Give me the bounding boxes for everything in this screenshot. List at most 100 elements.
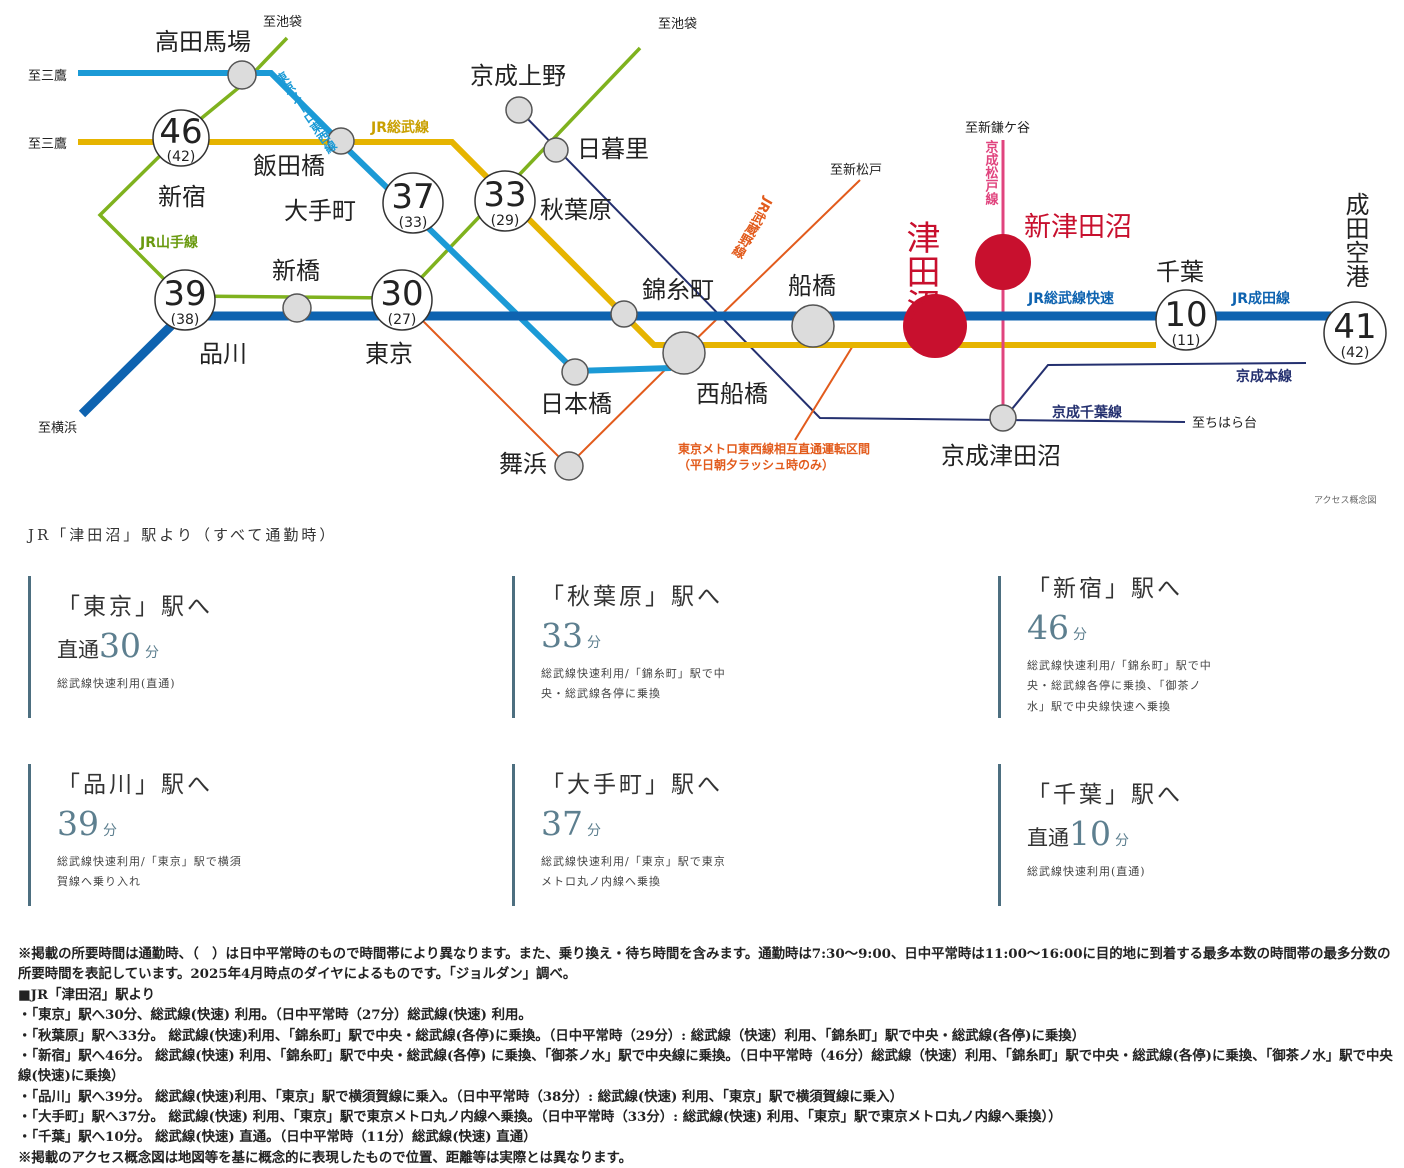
footnote-line: ・「東京」駅へ30分、総武線(快速) 利用。（日中平常時（27分）総武線(快速)… [18, 1007, 532, 1024]
station-dot-nihonbashi [561, 358, 589, 386]
station-dot-maihama [554, 451, 584, 481]
footnote-line: ・「品川」駅へ39分。 総武線(快速)利用、「東京」駅で横須賀線に乗入。（日中平… [18, 1088, 903, 1105]
svg-text:30: 30 [380, 274, 423, 314]
keisei-line [518, 109, 1186, 423]
station-dot-funabashi [791, 304, 835, 348]
card-destination: 「大手町」駅へ [541, 772, 723, 798]
station-dot-nippori [543, 137, 569, 163]
label-nishifunabashi: 西船橋 [696, 380, 768, 408]
line-label-musashino: JR武蔵野線 [727, 194, 775, 262]
label-keisei-tsudanuma: 京成津田沼 [941, 442, 1061, 470]
card-note: 総武線快速利用/「錦糸町」駅で中央・総武線各停に乗換、「御茶ノ水」駅で中央線快速… [1027, 658, 1212, 713]
card-destination: 「新宿」駅へ [1027, 576, 1183, 602]
label-shimbashi: 新橋 [272, 257, 320, 285]
yamanote-line [97, 36, 642, 300]
footnote-line: ・「秋葉原」駅へ33分。 総武線(快速)利用、「錦糸町」駅で中央・総武線(各停)… [18, 1027, 1086, 1044]
station-dot-iidabashi [327, 127, 355, 155]
station-dot-takadanobaba [227, 60, 257, 90]
svg-text:(27): (27) [388, 312, 417, 328]
label-maihama: 舞浜 [499, 450, 547, 478]
badge-shinjuku: 46 (42) [152, 109, 210, 167]
label-kinshicho: 錦糸町 [642, 276, 714, 304]
label-keisei-ueno: 京成上野 [470, 62, 566, 90]
footnote-line: ※掲載のアクセス概念図は地図等を基に概念的に表現したもので位置、距離等は実際とは… [18, 1149, 632, 1166]
musashino-line [682, 179, 861, 353]
svg-text:33: 33 [483, 175, 526, 215]
footnote-line: ・「千葉」駅へ10分。 総武線(快速) 直通。（日中平常時（11分）総武線(快速… [18, 1129, 537, 1146]
dest-ikebukuro-a: 至池袋 [263, 15, 302, 30]
line-label-narita: JR成田線 [1231, 290, 1290, 307]
access-map: 46 (42) 37 (33) 33 (29) 39 (38) 30 (27) … [28, 15, 1387, 506]
card-note: 総武線快速利用/「東京」駅で横須賀線へ乗り入れ [57, 854, 242, 889]
dest-mitaka-a: 至三鷹 [28, 69, 67, 84]
card-note: 総武線快速利用/「錦糸町」駅で中央・総武線各停に乗換 [541, 666, 726, 701]
label-chiba: 千葉 [1156, 258, 1204, 286]
svg-text:(29): (29) [491, 213, 520, 229]
tozai-note-1: 東京メトロ東西線相互直通運転区間 [678, 441, 870, 456]
label-takadanobaba: 高田馬場 [155, 28, 251, 56]
svg-text:46: 46 [159, 112, 202, 152]
station-dot-keisei-tsudanuma [989, 404, 1017, 432]
line-label-sobu-local: JR総武線 [370, 119, 429, 136]
station-dot-keisei-ueno [505, 96, 533, 124]
dest-yokohama: 至横浜 [38, 421, 77, 436]
label-nihonbashi: 日本橋 [540, 390, 612, 418]
dest-chiharadai: 至ちはら台 [1192, 416, 1257, 431]
card-note: 総武線快速利用(直通) [57, 676, 176, 690]
label-shin-tsudanuma: 新津田沼 [1024, 212, 1132, 243]
badge-tokyo: 30 (27) [371, 269, 433, 331]
svg-text:39: 39 [163, 274, 206, 314]
card-destination: 「品川」駅へ [57, 772, 213, 798]
card-destination: 「千葉」駅へ [1027, 782, 1183, 808]
svg-text:37: 37 [391, 177, 434, 217]
footnote-line: ■JR「津田沼」駅より [18, 986, 155, 1003]
dest-ikebukuro-b: 至池袋 [658, 17, 697, 32]
label-narita-airport: 成田空港 [1341, 192, 1369, 288]
station-dot-kinshicho [610, 300, 638, 328]
station-dot-shimbashi [282, 293, 312, 323]
line-label-keisei-chiba: 京成千葉線 [1052, 404, 1122, 421]
map-caption: アクセス概念図 [1314, 494, 1377, 506]
tozai-note-pointer [794, 343, 855, 441]
label-shinjuku: 新宿 [158, 183, 206, 211]
label-shinagawa: 品川 [199, 340, 247, 368]
line-label-sobu-rapid: JR総武線快速 [1027, 290, 1114, 307]
footnotes: ※掲載の所要時間は通勤時、（ ）は日中平常時のもので時間帯により異なります。また… [18, 944, 1394, 1168]
label-iidabashi: 飯田橋 [253, 152, 325, 180]
svg-text:(33): (33) [399, 215, 428, 231]
label-nippori: 日暮里 [577, 135, 649, 163]
badge-narita: 41 (42) [1323, 301, 1387, 365]
keisei-main-line [1002, 362, 1307, 421]
badge-akihabara: 33 (29) [474, 170, 536, 232]
label-otemachi: 大手町 [284, 197, 356, 225]
sobu-local-line [78, 139, 1156, 348]
label-akihabara: 秋葉原 [540, 196, 612, 224]
svg-text:(11): (11) [1172, 333, 1201, 349]
card-note: 総武線快速利用/「東京」駅で東京メトロ丸ノ内線へ乗換 [541, 854, 726, 889]
label-funabashi: 船橋 [788, 272, 836, 300]
footnote-line: ・「大手町」駅へ37分。 総武線(快速) 利用、「東京」駅で東京メトロ丸ノ内線へ… [18, 1109, 1062, 1125]
svg-text:41: 41 [1333, 307, 1376, 347]
station-dot-shin-tsudanuma [975, 234, 1031, 290]
dest-shinmatsudo: 至新松戸 [830, 162, 882, 178]
badge-chiba: 10 (11) [1155, 289, 1217, 351]
line-label-keisei-main: 京成本線 [1236, 368, 1292, 385]
label-tokyo: 東京 [365, 340, 413, 368]
line-label-yamanote: JR山手線 [139, 234, 198, 251]
station-dot-nishifunabashi [662, 331, 706, 375]
dest-shinkamagaya: 至新鎌ケ谷 [965, 120, 1030, 136]
svg-text:(42): (42) [1341, 345, 1370, 361]
card-note: 総武線快速利用(直通) [1027, 864, 1146, 878]
tozai-line [401, 299, 684, 468]
